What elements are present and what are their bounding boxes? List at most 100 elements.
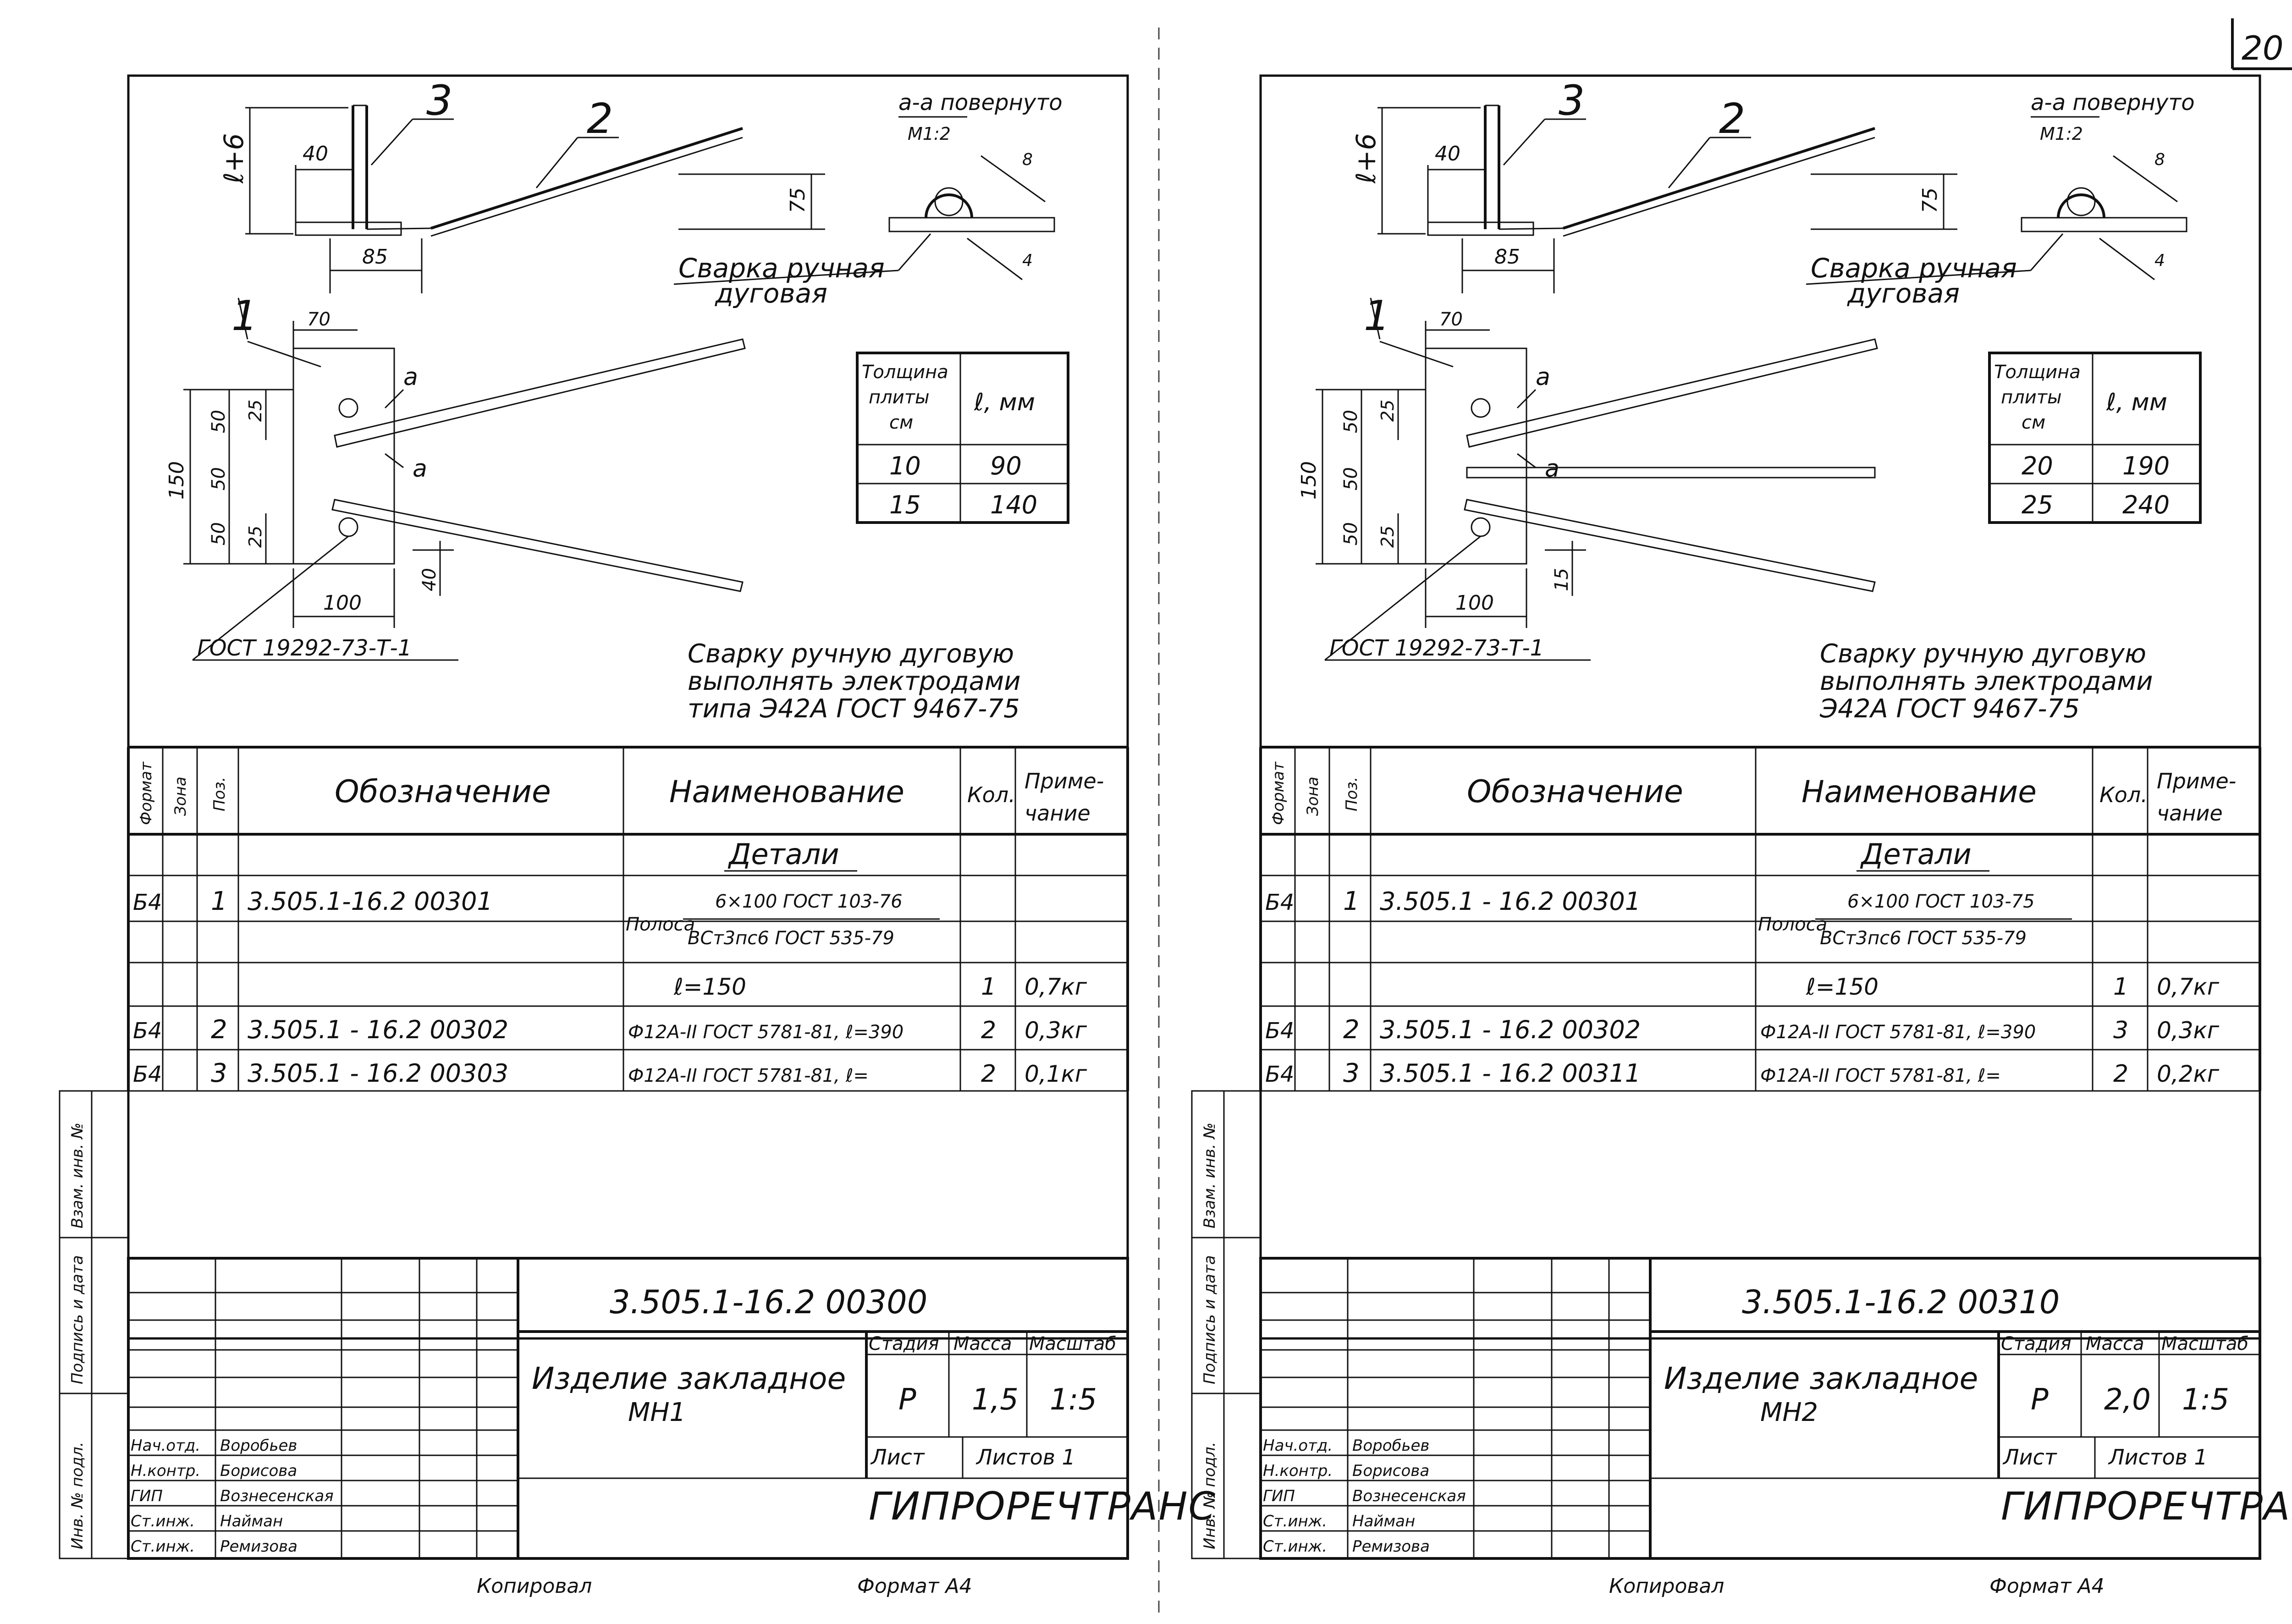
section-rebar-core: [2066, 187, 2096, 216]
signer-name: Борисова: [1352, 1462, 1429, 1480]
signer-name: Найман: [1352, 1512, 1415, 1530]
callout-1: 1: [1364, 292, 1390, 340]
gost-leader: [192, 535, 349, 661]
signer-role: Н.контр.: [131, 1462, 200, 1480]
callout-3: 3: [426, 77, 452, 125]
signer-name: Ремизова: [220, 1537, 298, 1556]
spec-cell-note: 0,3кг: [2157, 1017, 2220, 1044]
spec-header-note2: чание: [1025, 801, 1091, 826]
spec-cell-name-prefix: Полоса: [626, 914, 695, 935]
leader-2: [1668, 137, 1711, 188]
spec-cell-format: Б4: [1265, 1018, 1294, 1044]
thickness-header-line2: плиты: [869, 387, 930, 408]
weld-note-underline: [673, 270, 899, 285]
spec-header-note1: Приме-: [2157, 769, 2236, 793]
side-label-inventory: Инв. № подл.: [1201, 1442, 1219, 1549]
product-mark: МН2: [1760, 1398, 1818, 1427]
spec-header-designation: Обозначение: [1467, 774, 1683, 810]
leader-3: [1503, 118, 1546, 166]
spec-header-pos: Поз.: [210, 777, 229, 811]
cut-a-bottom: а: [413, 455, 427, 483]
stage-header: Стадия: [869, 1333, 939, 1354]
rebar-2-base: [366, 227, 431, 230]
spec-header-name: Наименование: [669, 774, 904, 809]
section-rebar-core: [934, 187, 964, 216]
weld-instruction-line: Сварку ручную дуговую: [1820, 639, 2146, 669]
product-title: Изделие закладное: [532, 1361, 846, 1396]
spec-cell-designation: 3.505.1 - 16.2 00302: [248, 1015, 508, 1044]
spec-cell-pos: 3: [1343, 1058, 1360, 1088]
section-scale: М1:2: [908, 124, 951, 144]
spec-cell-qty: 3: [2113, 1017, 2128, 1044]
section-a-a-label: а-а повернуто: [898, 90, 1063, 116]
dim-50c-label: 50: [208, 522, 229, 545]
format-label: Формат А4: [857, 1574, 972, 1598]
spec-cell-note: 0,2кг: [2157, 1061, 2220, 1087]
product-mark: МН1: [628, 1398, 686, 1427]
spec-cell-qty: 2: [981, 1017, 996, 1044]
dim-70-label: 70: [307, 309, 331, 330]
sheet-border: [127, 74, 1129, 1340]
side-label-replace: Взам. инв. №: [1201, 1123, 1219, 1228]
weld-hole-1: [1471, 398, 1491, 418]
dim-50b-label: 50: [1340, 467, 1361, 490]
gost-reference: ГОСТ 19292-73-Т-1: [1329, 635, 1544, 661]
dim-70-label: 70: [1439, 309, 1463, 330]
plate-plan: [1425, 347, 1527, 565]
scale-header: Масштаб: [1029, 1333, 1116, 1354]
dim-40-label: 40: [1435, 142, 1460, 165]
section-scale: М1:2: [2040, 124, 2083, 144]
spec-header-qty: Кол.: [2099, 782, 2148, 807]
gost-leader: [1324, 535, 1481, 661]
side-label-signature: Подпись и дата: [68, 1255, 87, 1384]
section-dim-8: [981, 155, 1046, 203]
copied-by: Копировал: [477, 1574, 592, 1598]
thickness-cell: 240: [2122, 490, 2170, 519]
weld-hole-2: [1471, 517, 1491, 537]
dim-85-label: 85: [1494, 245, 1520, 269]
signer-name: Воробьев: [1352, 1437, 1429, 1455]
dim-e-plus-6-label: ℓ+6: [1350, 133, 1382, 184]
spec-cell-name-prefix: Полоса: [1758, 914, 1827, 935]
spec-cell-name: ℓ=150: [1806, 974, 1879, 1000]
callout-3: 3: [1559, 77, 1585, 125]
spec-cell-name: Ф12А-II ГОСТ 5781-81, ℓ=: [628, 1065, 869, 1086]
spec-header-name: Наименование: [1802, 774, 2037, 809]
dim-40-label: 40: [303, 142, 328, 165]
spec-cell-note: 0,7кг: [2157, 974, 2220, 1000]
organization-name: ГИПРОРЕЧТРАНС: [869, 1484, 1216, 1529]
scale-value: 1:5: [2182, 1383, 2229, 1417]
spec-cell-note: 0,3кг: [1025, 1017, 1087, 1044]
signer-name: Найман: [220, 1512, 283, 1530]
thickness-header-line1: Толщина: [862, 362, 948, 383]
dim-100-label: 100: [1455, 591, 1494, 615]
spec-cell-pos: 1: [1343, 886, 1360, 916]
weld-note-2: дуговая: [715, 278, 827, 309]
section-dim-8: [2113, 155, 2178, 203]
spec-cell-designation: 3.505.1-16.2 00301: [248, 887, 493, 916]
thickness-header-line3: см: [889, 412, 913, 433]
thickness-table: [856, 352, 1069, 524]
spec-cell-designation: 3.505.1 - 16.2 00301: [1380, 887, 1641, 916]
signer-role: Ст.инж.: [131, 1537, 195, 1556]
thickness-cell: 20: [2022, 451, 2053, 480]
dim-e-plus-6-label: ℓ+6: [218, 133, 249, 184]
weld-instruction-line: Сварку ручную дуговую: [688, 639, 1014, 669]
cut-a-bottom-arrow: [1517, 453, 1536, 468]
sheets-count: Листов 1: [975, 1445, 1075, 1470]
section-a-a-label: а-а повернуто: [2031, 90, 2195, 116]
signer-role: Ст.инж.: [131, 1512, 195, 1530]
thickness-header-line3: см: [2022, 412, 2045, 433]
dim-85-label: 85: [362, 245, 388, 269]
weld-hole-1: [338, 398, 358, 418]
rebar-2-upper: [430, 127, 743, 230]
rebar-2-upper: [1563, 127, 1875, 230]
weld-instruction-line: выполнять электродами: [688, 666, 1021, 696]
dim-75-label: 75: [1918, 187, 1942, 213]
signer-role: ГИП: [1263, 1487, 1295, 1505]
rebar-2-lower: [430, 137, 743, 237]
spec-cell-name-bottom: ВСт3пс6 ГОСТ 535-79: [688, 928, 894, 949]
spec-cell-format: Б4: [133, 1018, 162, 1044]
thickness-header-line1: Толщина: [1994, 362, 2081, 383]
